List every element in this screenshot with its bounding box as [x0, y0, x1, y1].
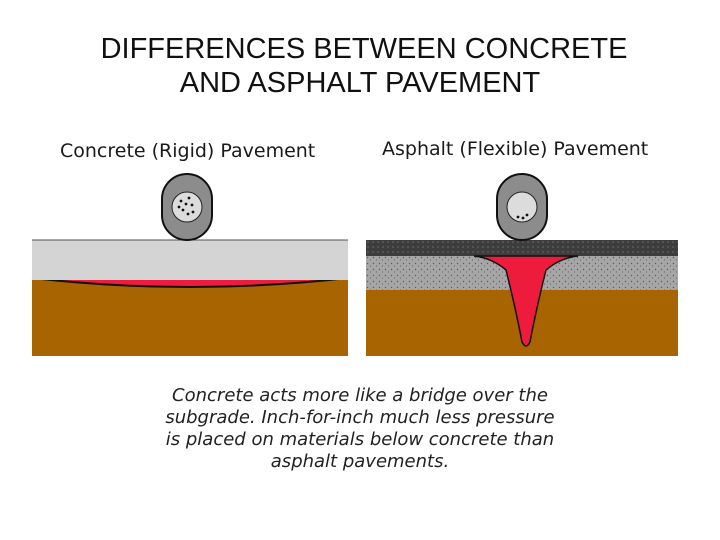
- caption-line-4: asphalt pavements.: [270, 451, 450, 472]
- asphalt-surface: [366, 240, 678, 256]
- caption-line-2: subgrade. Inch-for-inch much less pressu…: [165, 407, 555, 428]
- asphalt-pavement-diagram: [366, 173, 678, 356]
- pressure-outline: [31, 277, 349, 288]
- concrete-pavement-diagram: [31, 173, 349, 356]
- asphalt-panel-label: Asphalt (Flexible) Pavement: [382, 138, 649, 160]
- tire-icon-right: [496, 173, 548, 241]
- concrete-panel-label: Concrete (Rigid) Pavement: [60, 140, 316, 162]
- caption-line-1: Concrete acts more like a bridge over th…: [172, 385, 548, 406]
- page-title-line-2: AND ASPHALT PAVEMENT: [179, 67, 541, 99]
- concrete-slab: [32, 240, 348, 280]
- page-title-line-1: DIFFERENCES BETWEEN CONCRETE: [100, 33, 628, 65]
- caption-line-3: is placed on materials below concrete th…: [165, 429, 555, 450]
- pressure-concentration: [473, 255, 579, 347]
- tire-icon-left: [161, 173, 213, 241]
